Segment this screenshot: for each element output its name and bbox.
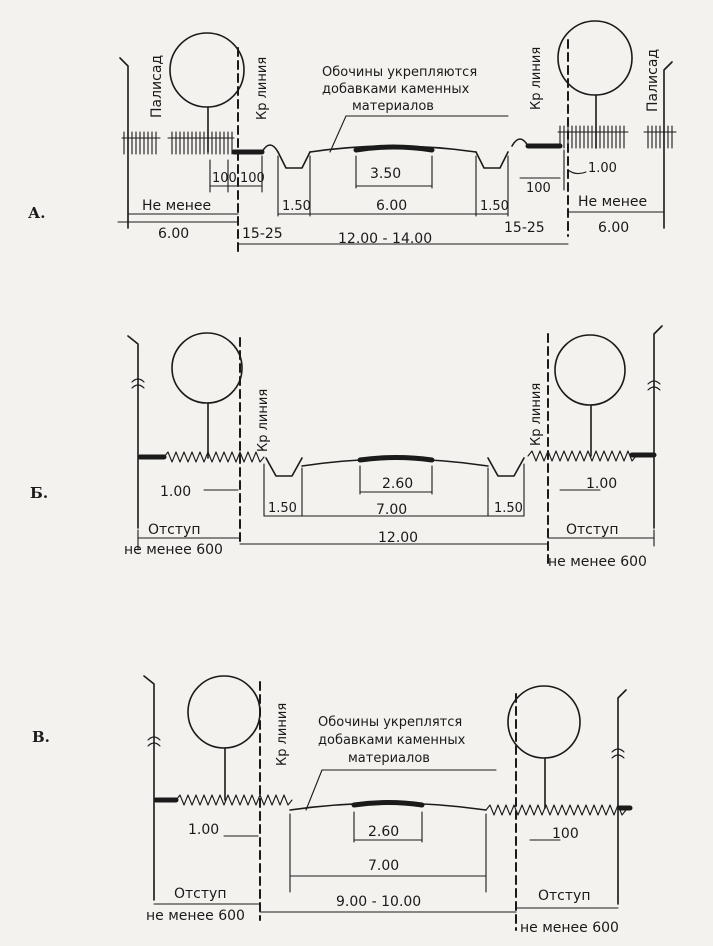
section-b-road-width: 7.00 (376, 502, 407, 518)
section-a-dim-1-00-right: 1.00 (588, 161, 617, 176)
section-b-red-line-left-label: Кр линия (256, 389, 271, 452)
section-c-total-width: 9.00 - 10.00 (336, 894, 421, 910)
svg-text:добавками каменных: добавками каменных (322, 82, 470, 97)
section-c-right-tree (507, 685, 581, 809)
section-a: А. (28, 20, 677, 257)
section-a-left-ditch (277, 151, 311, 169)
section-a-carriageway (353, 144, 435, 153)
section-c-right-building-line (617, 689, 627, 905)
section-b-red-line-right-label: Кр линия (529, 383, 544, 446)
svg-text:добавками каменных: добавками каменных (318, 733, 466, 748)
section-c-setback-left-min: не менее 600 (146, 908, 245, 924)
section-b-setback-left-min: не менее 600 (124, 542, 223, 558)
section-a-setback-left: 15-25 (242, 226, 283, 242)
section-c-carriageway-width: 2.60 (368, 824, 399, 840)
section-c-setback-left: Отступ (174, 886, 226, 902)
svg-text:Обочины укрепляются: Обочины укрепляются (322, 65, 477, 80)
section-a-left-zone: Палисад (149, 55, 165, 118)
section-a-right-building-line (663, 61, 673, 229)
section-a-right-ditch (475, 151, 509, 169)
section-b-right-building-line (653, 325, 663, 529)
section-a-carriageway-width: 3.50 (370, 166, 401, 182)
section-c-left-offset: 1.00 (188, 822, 219, 838)
section-b-road-surface (301, 458, 489, 467)
section-c-road-width: 7.00 (368, 858, 399, 874)
section-a-left-ditch-width: 1.50 (282, 199, 311, 214)
section-a-setback-right: 15-25 (504, 220, 545, 236)
section-a-right-tree (557, 20, 633, 149)
section-a-left-palisade (121, 131, 235, 155)
section-c-left-building-line (143, 675, 155, 901)
section-a-right-min-value: 6.00 (598, 220, 629, 236)
section-b-setback-right-min: не менее 600 (548, 554, 647, 570)
section-a-right-palisade (557, 125, 677, 149)
section-b-left-tree (171, 332, 243, 459)
section-a-right-min-label: Не менее (578, 194, 647, 210)
section-a-shoulder-note: Обочины укрепляются добавками каменных м… (322, 65, 509, 153)
section-a-red-line-left-label: Кр линия (255, 57, 270, 120)
section-a-road-width: 6.00 (376, 198, 407, 214)
section-c-carriageway (351, 800, 425, 808)
section-a-left-min-value: 6.00 (158, 226, 189, 242)
section-c-setback-right: Отступ (538, 888, 590, 904)
section-a-right-zone: Палисад (645, 49, 661, 112)
section-b-carriageway-width: 2.60 (382, 476, 413, 492)
section-b-right-offset: 1.00 (586, 476, 617, 492)
section-a-label: А. (28, 204, 45, 222)
section-b-setback-right: Отступ (566, 522, 618, 538)
section-a-left-building-line (119, 57, 129, 229)
section-b-carriageway (357, 455, 435, 463)
section-b-left-ditch (265, 457, 303, 477)
section-c-label: В. (32, 728, 50, 746)
section-b-right-ditch-width: 1.50 (494, 501, 523, 516)
section-c-setback-right-min: не менее 600 (520, 920, 619, 936)
section-a-left-min-label: Не менее (142, 198, 211, 214)
section-b-setback-left: Отступ (148, 522, 200, 538)
section-c-left-tree (187, 675, 261, 801)
section-b-left-ditch-width: 1.50 (268, 501, 297, 516)
section-a-total-width: 12.00 - 14.00 (338, 231, 432, 247)
section-b: Б. Кр линия Кр линия (30, 325, 663, 570)
section-a-dim-100b: 100 (240, 171, 265, 186)
section-b-left-offset: 1.00 (160, 484, 191, 500)
section-b-right-tree (554, 334, 626, 457)
section-a-red-line-right-label: Кр линия (529, 47, 544, 110)
svg-text:материалов: материалов (348, 751, 430, 766)
section-c: В. Кр линия Обочины укреплятся добавками… (32, 675, 633, 936)
section-c-red-line-label: Кр линия (275, 703, 290, 766)
section-b-label: Б. (30, 484, 48, 502)
svg-text:Обочины укреплятся: Обочины укреплятся (318, 715, 462, 730)
section-a-right-ditch-width: 1.50 (480, 199, 509, 214)
section-c-shoulder-note: Обочины укреплятся добавками каменных ма… (305, 715, 497, 811)
section-b-total-width: 12.00 (378, 530, 418, 546)
svg-text:материалов: материалов (352, 99, 434, 114)
section-a-dim-100a: 100 (212, 171, 237, 186)
section-a-dim-100-right: 100 (526, 181, 551, 196)
section-c-right-offset: 100 (552, 826, 579, 842)
section-b-right-ditch (487, 457, 525, 477)
section-a-left-tree (169, 32, 245, 153)
section-b-left-building-line (127, 335, 139, 529)
